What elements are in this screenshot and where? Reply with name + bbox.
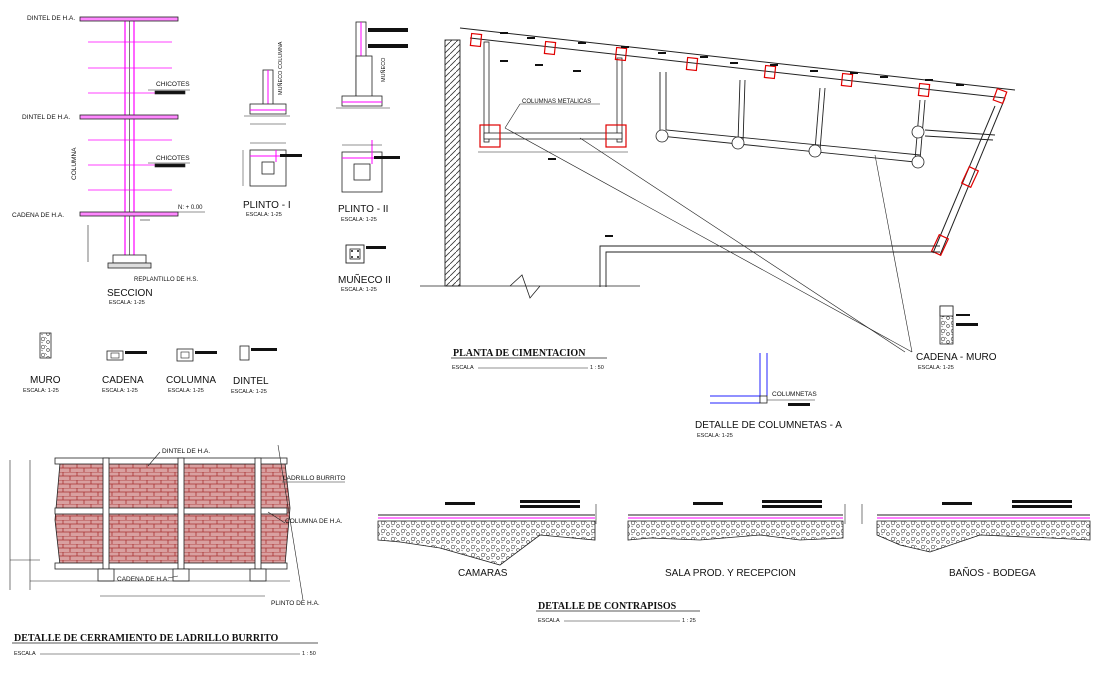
cerramiento-label-cadena: CADENA DE H.A. [117,576,169,583]
cerramiento-detail: DINTEL DE H.A. LADRILLO BURRITO COLUMNA … [9,444,345,657]
dintel-mid [79,114,179,120]
cerramiento-label-plinto: PLINTO DE H.A. [271,600,320,607]
seccion-label-cadena: CADENA DE H.A. [12,212,64,219]
seccion-detail: DINTEL DE H.A. DINTEL DE H.A. CADENA DE … [12,15,205,306]
columnetas-title: DETALLE DE COLUMNETAS - A [695,420,842,431]
dintel-top [79,16,179,22]
contrapisos-title: DETALLE DE CONTRAPISOS [538,601,677,612]
columnetas-label: COLUMNETAS [772,391,817,398]
columnetas-scale: ESCALA: 1-25 [697,433,733,439]
cadena-scale: ESCALA: 1-25 [102,388,138,394]
contrapiso-camaras: CAMARAS [458,568,508,579]
columnetas-detail: COLUMNETAS DETALLE DE COLUMNETAS - A ESC… [695,353,842,439]
planta-title: PLANTA DE CIMENTACION [453,348,586,359]
plinto-2-detail: MUÑECO PLINTO - II ESCALA: 1-25 [336,21,408,223]
seccion-title: SECCION [107,288,153,299]
planta-scale-label: ESCALA [452,365,474,371]
planta-cimentacion-plan: COLUMNAS METALICAS PLANTA DE CIMENTACION… [420,27,1016,371]
contrapisos-scale-label: ESCALA [538,618,560,624]
seccion-label-chicotes-2: CHICOTES [156,155,190,162]
cerramiento-label-ladrillo: LADRILLO BURRITO [283,475,345,482]
planta-scale-value: 1 : 50 [590,365,604,371]
replantillo [107,262,152,269]
columna-title: COLUMNA [166,375,216,386]
cadena-muro-scale: ESCALA: 1-25 [918,365,954,371]
muro-title: MURO [30,375,61,386]
columna-scale: ESCALA: 1-25 [168,388,204,394]
plinto-1-title: PLINTO - I [243,200,291,211]
cadena-title: CADENA [102,375,144,386]
cadena-beam [79,211,179,217]
cerramiento-label-columna: COLUMNA DE H.A. [285,518,343,525]
cerramiento-scale-label: ESCALA [14,651,36,657]
cadena-muro-title: CADENA - MURO [916,352,997,363]
contrapiso-sala: SALA PROD. Y RECEPCION [665,568,796,579]
cadena-muro-detail: CADENA - MURO ESCALA: 1-25 [916,305,997,371]
contrapisos-scale-value: 1 : 25 [682,618,696,624]
seccion-label-replantillo: REPLANTILLO DE H.S. [134,277,198,283]
seccion-label-chicotes-1: CHICOTES [156,81,190,88]
seccion-scale: ESCALA: 1-25 [109,300,145,306]
planta-callout: COLUMNAS METALICAS [522,99,591,105]
muneco-2-title: MUÑECO II [338,273,391,286]
wall-section [444,39,461,287]
muro-scale: ESCALA: 1-25 [23,388,59,394]
seccion-level: N: + 0.00 [178,205,203,211]
plinto-1-detail: MUÑECO COLUMNA PLINTO - I ESCALA: 1-25 [242,41,302,218]
plinto-2-scale: ESCALA: 1-25 [341,217,377,223]
seccion-label-dintel-top: DINTEL DE H.A. [27,15,75,22]
contrapisos-detail: CAMARAS SALA PROD. Y RECEPCION BAÑOS - B… [377,500,1091,624]
seccion-label-columna: COLUMNA [71,147,78,180]
contrapiso-banos: BAÑOS - BODEGA [949,566,1036,579]
plinto-2-tag: MUÑECO [380,57,387,82]
small-details: MURO ESCALA: 1-25 CADENA ESCALA: 1-25 CO… [23,332,277,395]
muneco-2-scale: ESCALA: 1-25 [341,287,377,293]
plinto-1-tag: MUÑECO COLUMNA [277,41,284,95]
dintel-scale: ESCALA: 1-25 [231,389,267,395]
plinto-2-title: PLINTO - II [338,204,388,215]
dintel-title: DINTEL [233,376,269,387]
cerramiento-label-dintel: DINTEL DE H.A. [162,448,210,455]
cerramiento-title: DETALLE DE CERRAMIENTO DE LADRILLO BURRI… [14,633,278,644]
cerramiento-scale-value: 1 : 50 [302,651,316,657]
muneco-2-detail: MUÑECO II ESCALA: 1-25 [338,244,391,293]
seccion-label-dintel-mid: DINTEL DE H.A. [22,114,70,121]
plinto-1-scale: ESCALA: 1-25 [246,212,282,218]
